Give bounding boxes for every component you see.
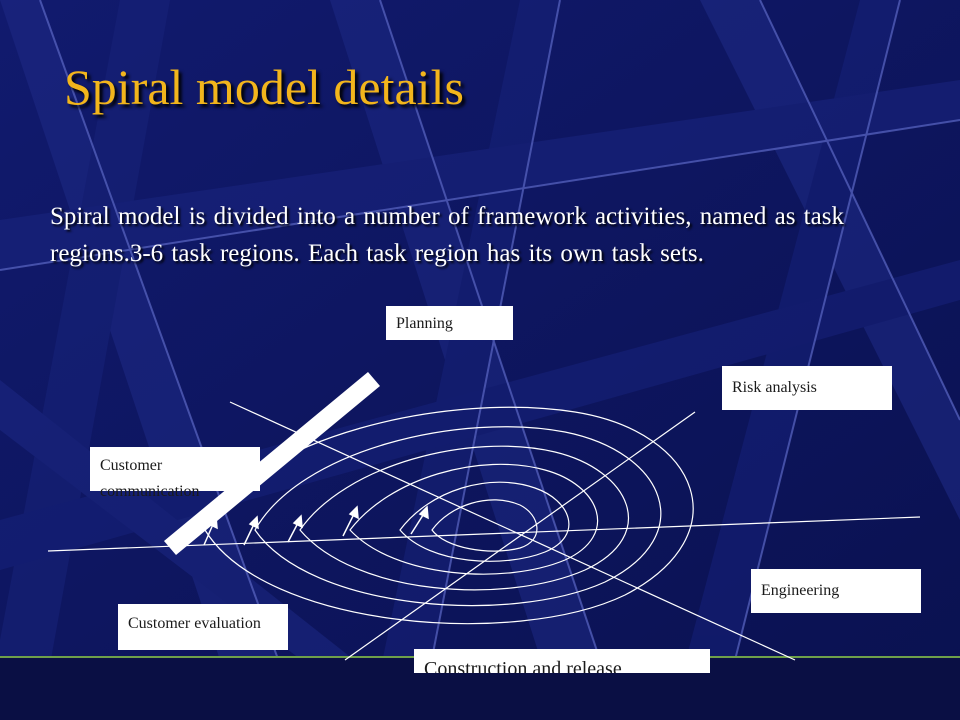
- spiral-loop-2: [399, 481, 570, 562]
- slide-title: Spiral model details: [64, 59, 464, 115]
- label-customer-evaluation: Customer evaluation: [118, 604, 288, 650]
- label-customer-communication: Customer communication: [90, 447, 260, 500]
- diagonal-axis-nw-se: [229, 401, 796, 661]
- spiral-loop-1: [431, 499, 538, 552]
- spiral-loop-4: [299, 445, 629, 591]
- diagonal-axis-ne-sw: [344, 411, 696, 661]
- label-risk-analysis: Risk analysis: [722, 366, 892, 410]
- slide-body-text: Spiral model is divided into a number of…: [50, 203, 844, 267]
- label-engineering: Engineering: [751, 569, 921, 613]
- spiral-loop-6: [204, 406, 694, 625]
- spiral-loop-5: [254, 426, 662, 607]
- label-construction-release: Construction and release: [414, 649, 710, 673]
- horizontal-axis: [47, 516, 921, 552]
- label-planning: Planning: [386, 306, 513, 340]
- spiral-loop-3: [349, 463, 599, 575]
- entry-arrow-tip: [205, 500, 222, 523]
